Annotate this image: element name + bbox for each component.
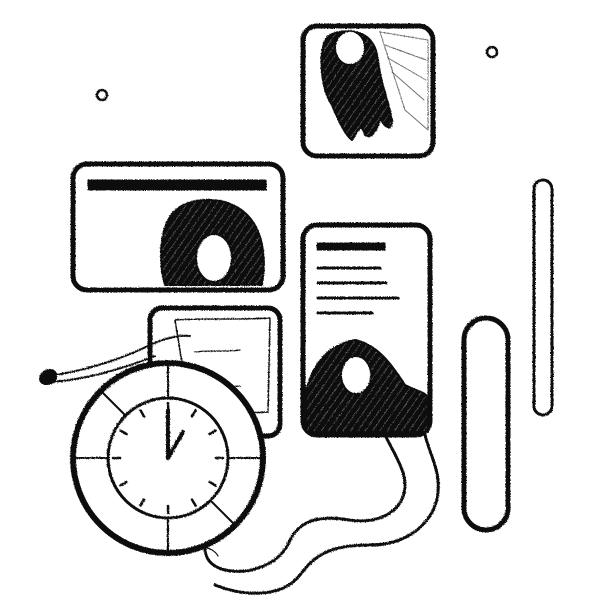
circle-dot-icon bbox=[95, 88, 109, 102]
clock-hour-hand bbox=[166, 430, 185, 460]
pill-shape-icon bbox=[461, 315, 511, 533]
pill-shape-icon bbox=[532, 178, 554, 417]
clock-tick bbox=[190, 409, 197, 418]
clock-ticks bbox=[111, 401, 225, 515]
clock-tick bbox=[208, 429, 217, 436]
clock-tick bbox=[139, 409, 146, 418]
connector-cable bbox=[203, 433, 407, 573]
portrait-card-icon bbox=[300, 23, 436, 159]
clock-tick bbox=[190, 498, 197, 507]
document-card-icon bbox=[300, 222, 433, 438]
clock-tick bbox=[119, 429, 128, 436]
clock-tick bbox=[139, 498, 146, 507]
header-window-icon bbox=[70, 161, 286, 293]
clock-icon bbox=[70, 360, 266, 557]
window-header-bar bbox=[87, 179, 267, 191]
clock-tick bbox=[208, 480, 217, 487]
clock-tick bbox=[119, 480, 128, 487]
circle-dot-icon bbox=[485, 45, 499, 59]
